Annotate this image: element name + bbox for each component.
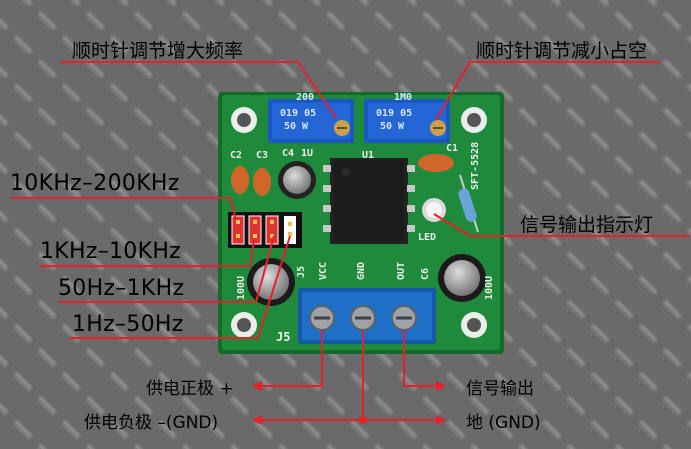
label-signal-output: 信号输出 [466,379,534,399]
ceramic-capacitors [231,154,454,196]
silk-pot-left-top: 200 [296,92,315,103]
silk-u1: U1 [362,150,375,161]
silk-c1: C1 [446,143,459,154]
led-indicator [422,198,446,222]
label-cw-decrease-duty: 顺时针调节减小占空 [476,40,648,62]
silk-c2: C2 [230,150,243,161]
electrolytic-capacitor-c4 [278,161,316,199]
trimmer-pot-right [364,99,450,143]
silk-cap-right: 100U [484,275,495,300]
resistor [458,174,479,233]
silk-pot-left-code: 019 05 [280,108,317,119]
silk-pot-right-val: 50 W [380,121,405,132]
ic-chip [323,158,415,244]
trimmer-pot-left [268,99,354,143]
label-signal-led: 信号输出指示灯 [520,214,654,236]
silk-j5: J5 [276,330,291,344]
silk-c4-value: 1U [301,148,314,159]
silk-c3: C3 [256,150,269,161]
jumper-headers [228,212,302,248]
silk-vcc: VCC [318,261,329,280]
screw-terminal-block [298,288,436,344]
label-supply-positive: 供电正极 + [146,379,234,399]
silk-out: OUT [396,261,407,280]
label-range-50-1k: 50Hz–1KHz [58,276,185,301]
callout-arrows [252,381,446,425]
silk-gnd: GND [356,261,367,280]
silk-cap-left: 100U [236,275,247,300]
pcb-board [218,92,504,354]
silk-led: LED [418,232,437,243]
label-supply-negative: 供电负极 –(GND) [84,413,219,433]
label-range-1-50: 1Hz–50Hz [72,312,184,337]
label-range-10k-200k: 10KHz–200KHz [10,171,180,196]
silk-pot-right-code: 019 05 [376,108,413,119]
label-cw-increase-frequency: 顺时针调节增大频率 [72,40,244,62]
mounting-hole-icon [231,107,487,338]
electrolytic-capacitor-right [438,254,486,302]
label-ground: 地 (GND) [466,413,541,433]
silk-pot-right-top: 1M0 [394,92,413,103]
silk-c4: C4 [282,148,295,159]
silk-c6: C6 [420,267,431,280]
silk-model: SFT-5528 [470,141,481,190]
silk-j5-vertical: J5 [296,265,307,278]
label-range-1k-10k: 1KHz–10KHz [40,239,182,264]
callout-lines [10,61,690,421]
silk-pot-left-val: 50 W [284,121,309,132]
